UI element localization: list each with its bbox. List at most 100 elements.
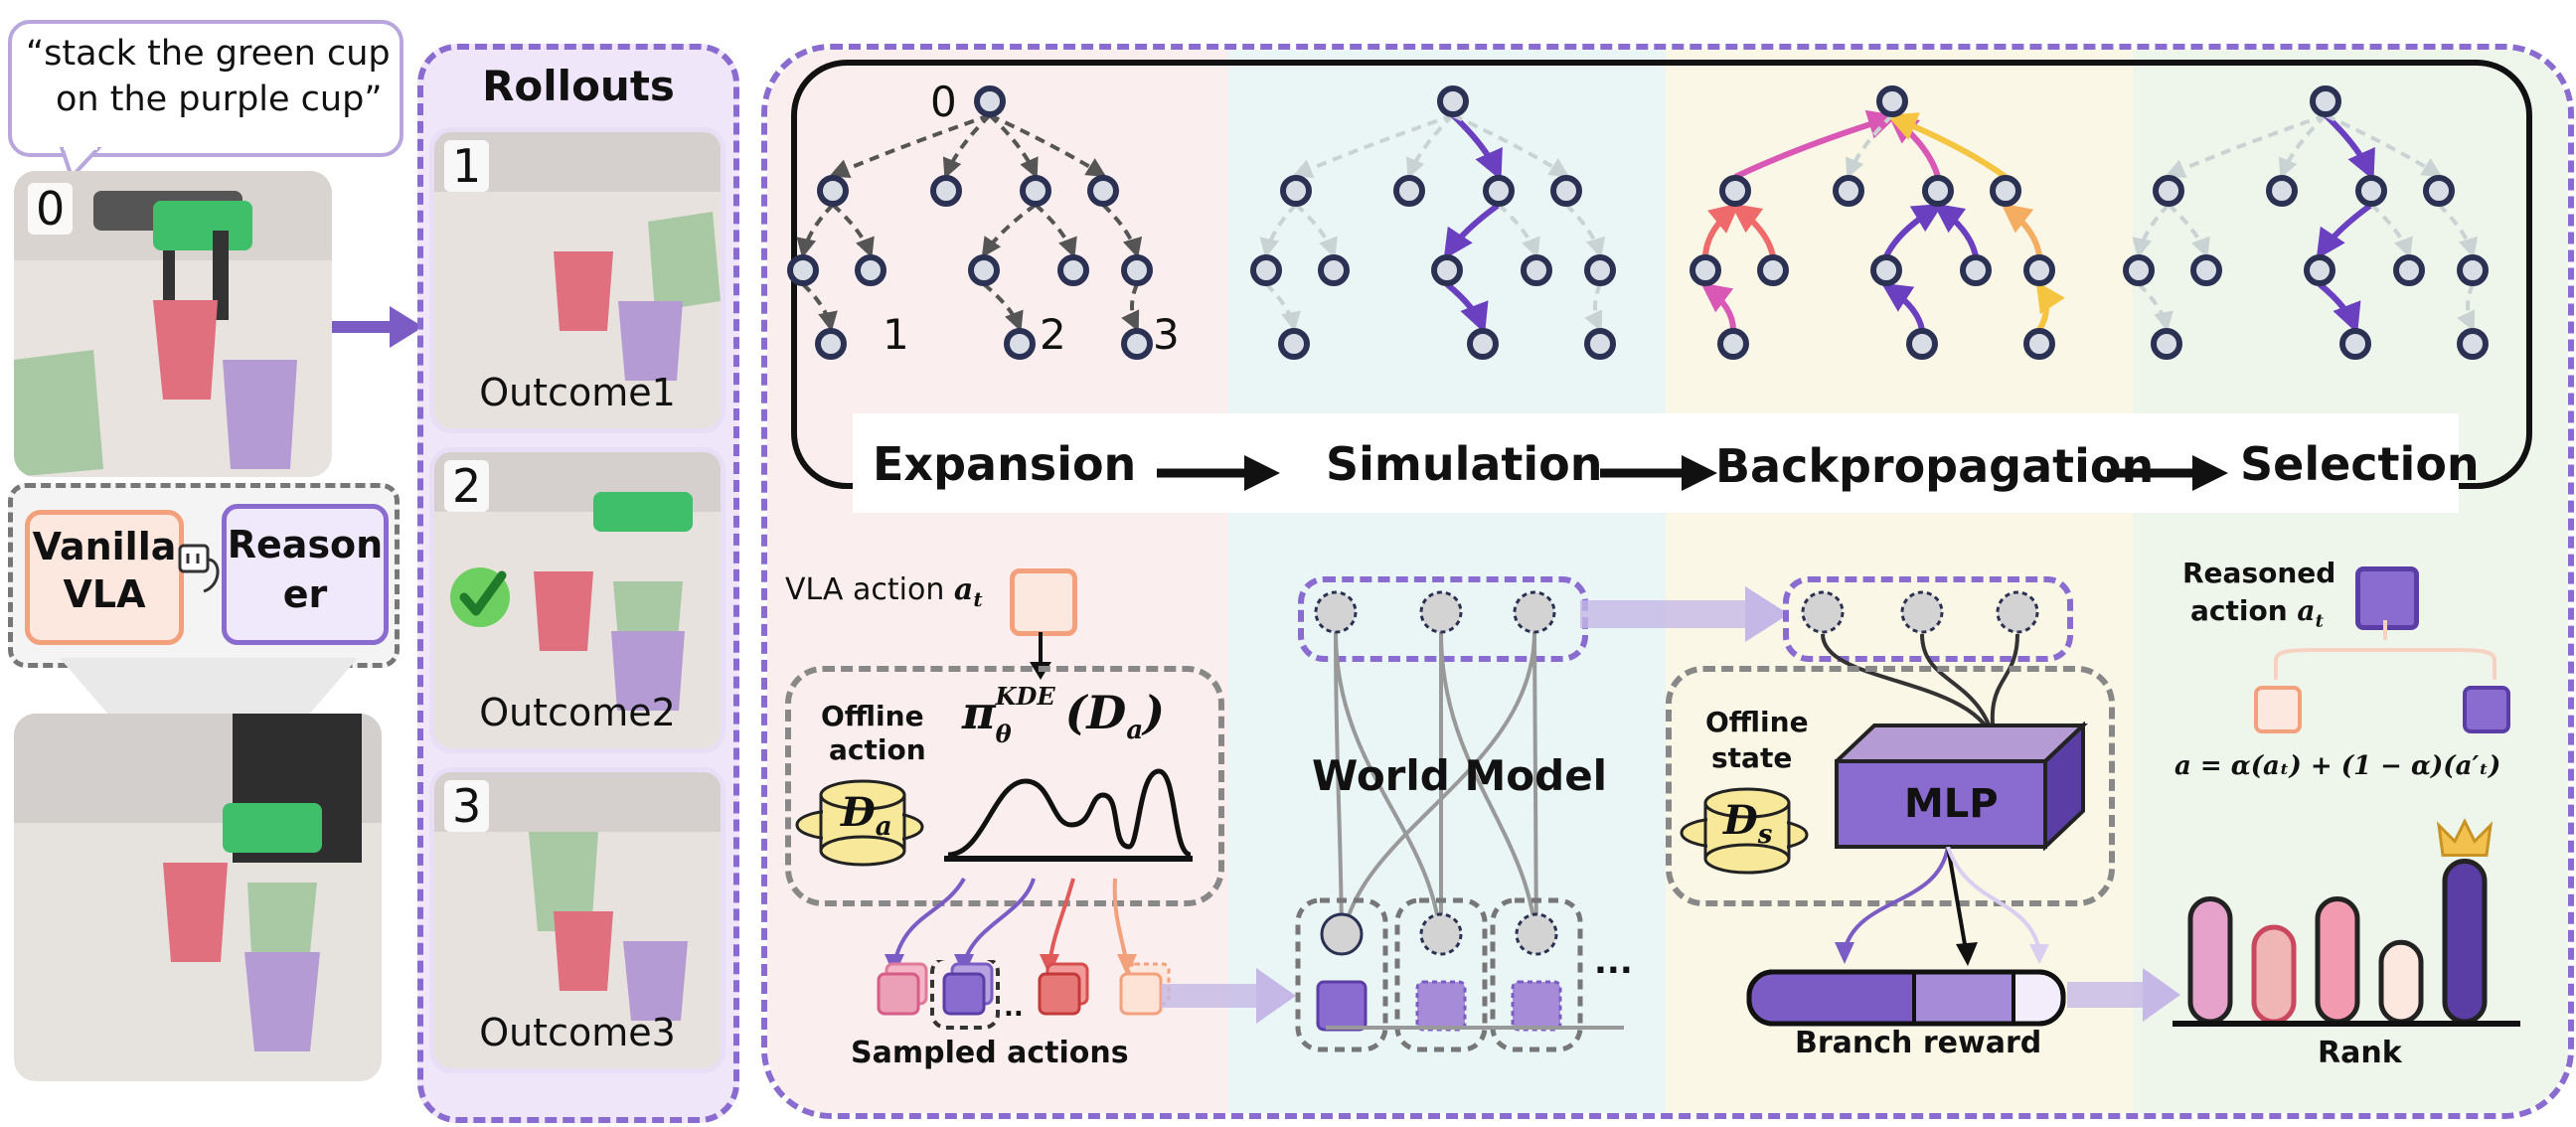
tree-node: [1483, 175, 1515, 207]
offline-action-line-1: Offline: [821, 700, 924, 732]
rollout-3-photo: 3 Outcome3: [429, 767, 725, 1073]
instruction-line-2: on the purple cup”: [56, 80, 383, 119]
offline-state-line-1: Offline: [1705, 706, 1809, 738]
rank-bar: [2251, 924, 2297, 1025]
tree-node: [1318, 254, 1350, 286]
tree-edge: [1497, 203, 1540, 258]
tree-edge: [1845, 113, 1894, 179]
tree-node: [1521, 254, 1552, 286]
tree-node: [2023, 254, 2055, 286]
tree-node: [1906, 328, 1938, 360]
reasoned-action-text: action: [2190, 594, 2288, 627]
state-dataset-symbol: D: [1723, 797, 1758, 844]
arrow-to-rank: [2067, 968, 2180, 1022]
tree-edge: [1564, 203, 1606, 258]
tree-node: [974, 85, 1006, 117]
rollouts-title: Rollouts: [482, 62, 675, 110]
vla-action-text: VLA action: [785, 572, 945, 607]
action-dataset-symbol: D: [841, 789, 876, 836]
reasoned-action-symbol: a: [2297, 594, 2316, 627]
tree-node: [2123, 254, 2155, 286]
tree-edge: [1259, 203, 1298, 258]
tree-node: [1250, 254, 1282, 286]
tree-edge: [1733, 109, 1898, 180]
branch-reward-label: Branch reward: [1795, 1026, 2042, 1060]
reasoned-action-line-2: action at: [2190, 594, 2324, 632]
action-dataset-icon: [795, 779, 924, 867]
next-state-group: [1394, 897, 1488, 1052]
tree-node: [1922, 175, 1954, 207]
tree-node: [1990, 175, 2021, 207]
action-dataset-sub: a: [875, 812, 892, 842]
stage-simulation: Simulation: [1326, 437, 1603, 491]
next-state-node: [1419, 912, 1463, 956]
kde-arg-sub: a: [1126, 716, 1144, 746]
sim-ellipsis: ...: [1594, 942, 1633, 982]
tree-edge: [1292, 113, 1454, 179]
world-model-label: World Model: [1312, 751, 1608, 800]
tree-edge: [2167, 203, 2210, 258]
tree-edge: [2323, 112, 2375, 181]
tree-node: [2190, 254, 2222, 286]
rollout-3-outcome: Outcome3: [479, 1011, 676, 1054]
kde-close: ): [1143, 686, 1165, 739]
state-node: [1419, 590, 1463, 634]
arrow-to-rollouts: [332, 306, 423, 348]
state-node: [1996, 590, 2039, 634]
vla-action-square: [1010, 568, 1077, 636]
action-square: [1415, 980, 1467, 1032]
tree-edge: [1034, 203, 1077, 258]
initial-index: 0: [28, 183, 74, 235]
tree-node: [1280, 175, 1312, 207]
state-dataset-sub: s: [1757, 820, 1773, 850]
sampled-actions-squares: ..: [877, 960, 1171, 1030]
mlp-output-arrows: [1835, 847, 2049, 966]
tree-edge: [2165, 113, 2327, 179]
tree-node: [855, 254, 886, 286]
rollout-3-index: 3: [444, 780, 490, 832]
tree-node: [2304, 254, 2335, 286]
tree-node: [2423, 175, 2455, 207]
vla-action-component: [2254, 686, 2302, 733]
tree-edge: [2278, 113, 2328, 179]
next-state-node: [1320, 912, 1364, 956]
offline-action-line-2: action: [829, 733, 926, 766]
tree-node: [2457, 328, 2489, 360]
tree-edge: [2369, 203, 2413, 258]
tree-node: [1757, 254, 1789, 286]
tree-node: [817, 175, 849, 207]
tree-node: [1393, 175, 1425, 207]
arrow-icon: [1600, 455, 1717, 491]
tree-node: [2153, 175, 2184, 207]
kde-sub: θ: [995, 720, 1012, 748]
tree-leaf-label-1: 1: [883, 310, 909, 359]
state-node: [1513, 590, 1556, 634]
tree-node: [815, 328, 847, 360]
reasoner-line-1: Reason: [227, 523, 384, 566]
world-model-edge: [1439, 631, 1538, 955]
action-dataset-label: Da: [841, 789, 892, 842]
reasoned-action-sub: t: [2315, 610, 2324, 632]
tree-edge: [942, 113, 992, 179]
tree-node: [1550, 175, 1582, 207]
rank-bar: [2378, 939, 2424, 1025]
world-model-edge: [1340, 631, 1536, 955]
stage-bar: [853, 413, 2459, 513]
tree-leaf-label-2: 2: [1040, 310, 1066, 359]
usb-plug-icon: [178, 544, 220, 593]
tree-edge: [989, 113, 1107, 178]
tree-edge: [1294, 203, 1338, 258]
tree-node: [1057, 254, 1089, 286]
tree-edge: [1933, 203, 1979, 257]
tree-node: [1584, 328, 1616, 360]
tree-edge: [1450, 112, 1503, 181]
state-node: [1314, 590, 1358, 634]
tree-node: [1876, 85, 1908, 117]
world-model-base: [1326, 1026, 1624, 1030]
vanilla-vla-line-2: VLA: [63, 572, 146, 616]
tree-edge: [801, 282, 838, 332]
action-square: [1316, 980, 1368, 1032]
selection-formula: a = α(aₜ) + (1 − α)(a′ₜ): [2174, 751, 2501, 781]
tree-node: [2151, 328, 2182, 360]
tree-node: [1717, 328, 1749, 360]
